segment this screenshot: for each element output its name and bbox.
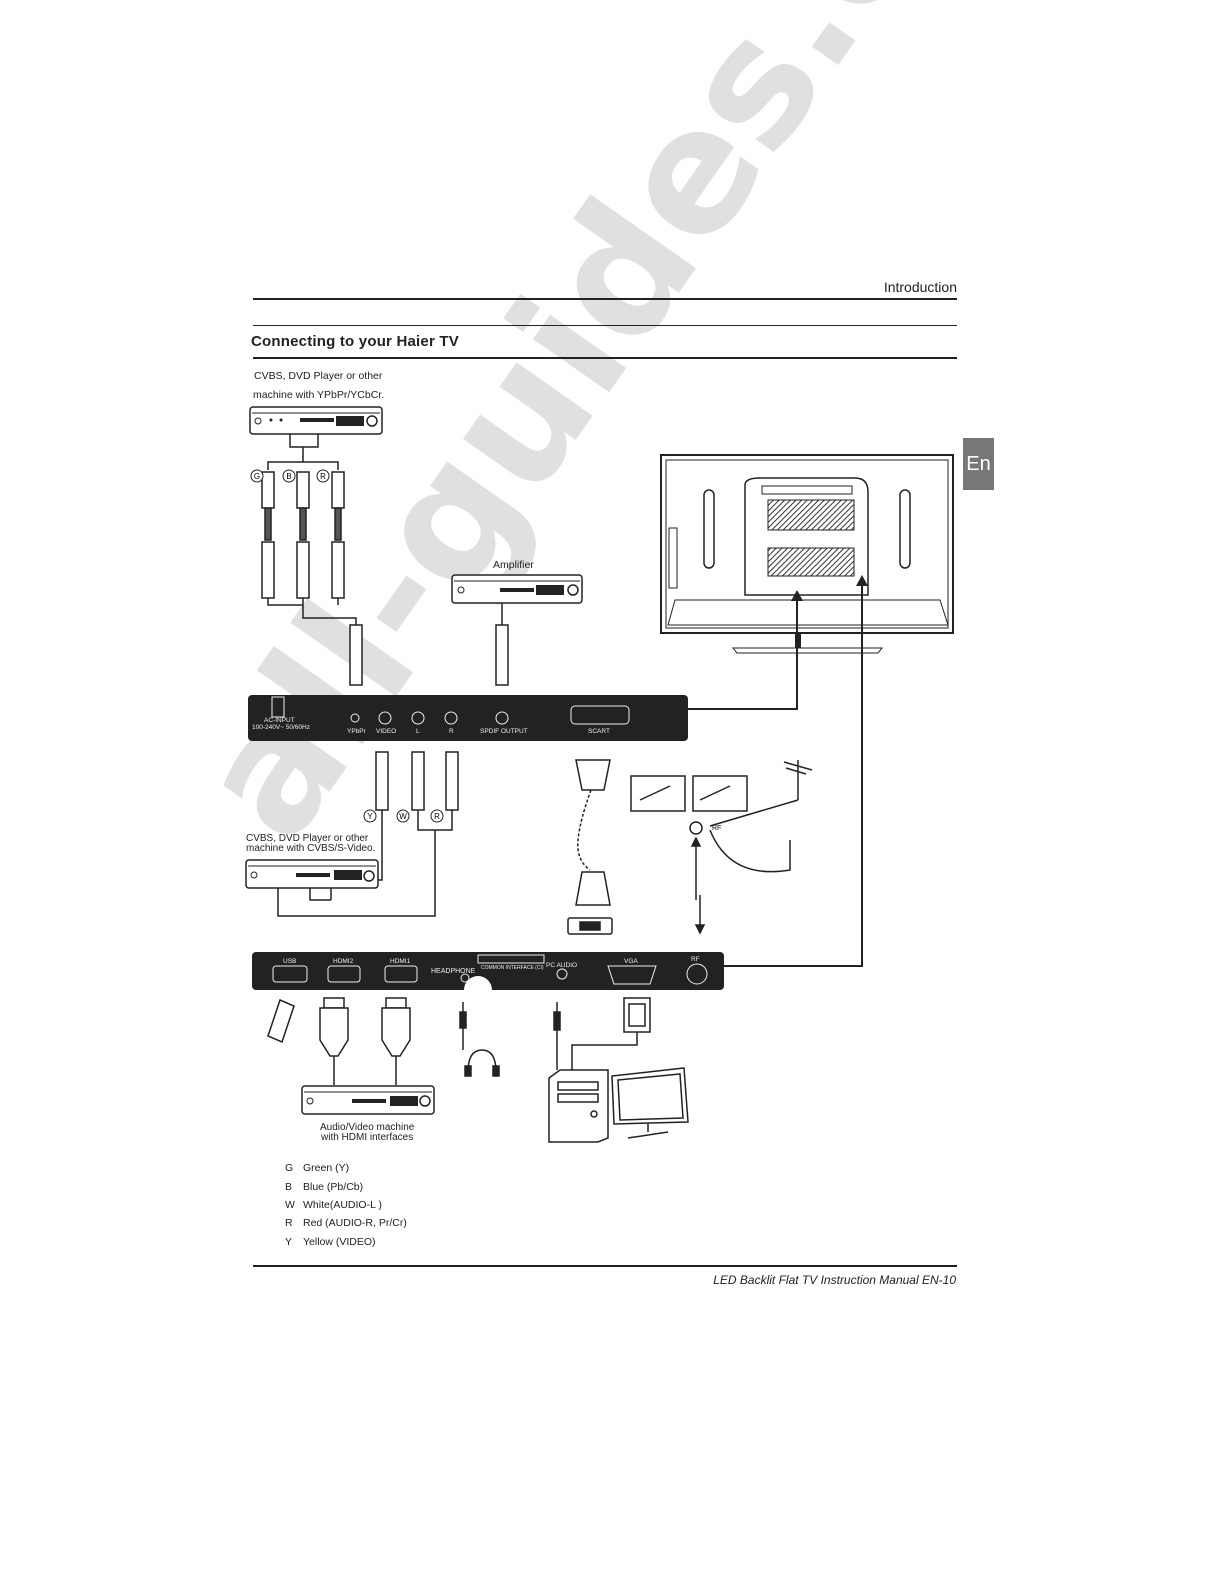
marker-g: G: [254, 472, 260, 481]
legend-item-r: R Red (AUDIO-R, Pr/Cr): [285, 1217, 407, 1229]
hdmi-machine-label-1: Audio/Video machine: [320, 1122, 415, 1133]
plug-markers-top: G B R: [250, 469, 330, 483]
port-ypbpr: YPbPr: [347, 728, 367, 735]
marker-r: R: [320, 472, 326, 481]
title-rule-bottom: [253, 357, 957, 359]
port-vga: VGA: [624, 958, 638, 965]
legend-key: R: [285, 1217, 293, 1229]
pc-computer-icon: [548, 1067, 689, 1143]
legend-key: G: [285, 1162, 294, 1174]
tv-back-view: [660, 454, 954, 654]
header-rule: [253, 298, 957, 300]
title-rule-top: [253, 325, 957, 326]
port-spdif: SPDIF OUTPUT: [480, 728, 528, 735]
bottom-panel-to-tv-line: [723, 580, 863, 967]
section-label: Introduction: [883, 279, 957, 295]
page-title: Connecting to your Haier TV: [251, 333, 459, 350]
legend-text: Blue (Pb/Cb): [303, 1181, 364, 1193]
port-pc-audio: PC AUDIO: [546, 962, 577, 969]
marker-b: B: [286, 472, 291, 481]
marker-y: Y: [367, 812, 373, 821]
port-rf: RF: [691, 956, 700, 963]
port-audio-r: R: [449, 728, 454, 735]
hdmi-av-machine: [301, 1085, 435, 1115]
pc-cables: [553, 997, 651, 1075]
legend-text: White(AUDIO-L ): [303, 1199, 382, 1211]
bottom-connector-panel: USB HDMI2 HDMI1 HEADPHONE COMMON INTERFA…: [252, 952, 724, 1004]
headphone-icon: [459, 1002, 500, 1077]
hdmi-machine-label-2: with HDMI interfaces: [321, 1132, 414, 1143]
scart-cable: [567, 759, 613, 935]
rf-antenna: [630, 760, 813, 935]
legend-key: B: [285, 1181, 293, 1193]
amplifier-device: [451, 574, 583, 686]
port-hdmi1: HDMI1: [390, 958, 411, 965]
legend-key: Y: [285, 1236, 293, 1248]
language-tab: En: [963, 438, 994, 490]
legend-item-y: Y Yellow (VIDEO): [285, 1236, 376, 1248]
dvd-mid-label-1: CVBS, DVD Player or other: [246, 833, 369, 844]
dvd-player-top: [249, 406, 383, 435]
dvd-player-mid: [245, 859, 379, 889]
port-audio-l: L: [416, 728, 420, 735]
panel-to-tv-line: [688, 595, 798, 710]
dvd-top-label-2: machine with YPbPr/YCbCr.: [253, 389, 385, 401]
legend-key: W: [285, 1199, 295, 1211]
legend-item-w: W White(AUDIO-L ): [285, 1199, 382, 1211]
amplifier-label: Amplifier: [493, 559, 534, 571]
marker-r-mid: R: [434, 812, 440, 821]
plug-markers-mid: Y W R: [363, 809, 444, 823]
dvd-top-label-1: CVBS, DVD Player or other: [254, 370, 383, 382]
port-usb: USB: [283, 958, 296, 965]
ac-input-label: AC-INPUT: [264, 717, 295, 724]
legend-item-g: G Green (Y): [285, 1162, 349, 1174]
dvd-mid-label-2: machine with CVBS/S-Video.: [246, 843, 376, 854]
top-connector-panel: AC-INPUT 100-240V~ 50/60Hz YPbPr VIDEO L…: [248, 695, 688, 741]
legend-item-b: B Blue (Pb/Cb): [285, 1181, 363, 1193]
legend-text: Yellow (VIDEO): [303, 1236, 376, 1248]
port-video: VIDEO: [376, 728, 396, 735]
footer-rule: [253, 1265, 957, 1267]
legend-text: Red (AUDIO-R, Pr/Cr): [303, 1217, 407, 1229]
page-footer: LED Backlit Flat TV Instruction Manual E…: [713, 1273, 956, 1287]
cvbs-cables: [277, 751, 459, 917]
rf-label: RF: [712, 825, 721, 832]
ac-spec-label: 100-240V~ 50/60Hz: [252, 724, 310, 731]
marker-w: W: [399, 812, 407, 821]
legend-text: Green (Y): [303, 1162, 350, 1174]
usb-stick-icon: [267, 998, 295, 1044]
port-headphone: HEADPHONE: [431, 968, 476, 975]
hdmi-cables: [319, 997, 411, 1085]
port-hdmi2: HDMI2: [333, 958, 354, 965]
port-ci: COMMON INTERFACE (CI): [481, 965, 544, 971]
port-scart: SCART: [588, 728, 610, 735]
component-cables: [261, 434, 363, 686]
